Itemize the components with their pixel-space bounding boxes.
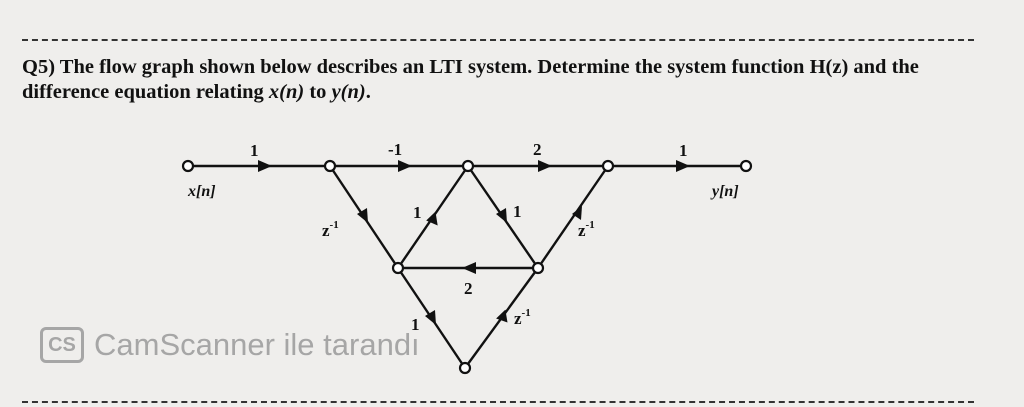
gain-b-to-c: 2 bbox=[533, 140, 542, 159]
gain-b-to-e: 1 bbox=[513, 202, 522, 221]
gain-e-to-f: z-1 bbox=[514, 307, 531, 328]
arrow-e-to-f bbox=[496, 309, 508, 323]
arrow-input-to-a bbox=[258, 160, 272, 172]
arrow-a-to-d bbox=[357, 208, 368, 223]
question-number: Q5) bbox=[22, 56, 56, 78]
question-body: The flow graph shown below describes an … bbox=[22, 56, 919, 103]
arrow-e-to-d bbox=[462, 262, 476, 274]
camscanner-watermark: CS CamScanner ile tarandı bbox=[40, 327, 420, 363]
arrow-d-to-b bbox=[426, 211, 438, 226]
node-a bbox=[323, 159, 337, 173]
top-dashed-rule bbox=[22, 39, 974, 41]
bottom-dashed-rule bbox=[22, 401, 974, 403]
gain-in-to-a: 1 bbox=[250, 141, 259, 160]
gain-e-to-d: 2 bbox=[464, 279, 473, 298]
input-node bbox=[181, 159, 195, 173]
node-c bbox=[601, 159, 615, 173]
arrow-b-to-c bbox=[538, 160, 552, 172]
arrow-b-to-e bbox=[496, 208, 507, 223]
gain-a-to-b: -1 bbox=[388, 140, 402, 159]
input-label: x[n] bbox=[187, 183, 216, 200]
watermark-text: CamScanner ile tarandı bbox=[94, 327, 420, 362]
question-end: . bbox=[365, 81, 371, 103]
node-f bbox=[458, 361, 472, 375]
gain-c-to-e: z-1 bbox=[578, 219, 595, 240]
output-node bbox=[739, 159, 753, 173]
output-label: y[n] bbox=[710, 183, 739, 200]
node-d bbox=[391, 261, 405, 275]
question-text: Q5) The flow graph shown below describes… bbox=[22, 55, 997, 105]
edge-c-to-e bbox=[537, 165, 609, 269]
node-b bbox=[461, 159, 475, 173]
output-variable: y(n) bbox=[331, 81, 366, 103]
to-word: to bbox=[304, 81, 332, 103]
arrow-c-to-output bbox=[676, 160, 690, 172]
input-variable: x(n) bbox=[268, 81, 305, 103]
node-e bbox=[531, 261, 545, 275]
camscanner-logo: CS bbox=[40, 327, 84, 363]
arrow-d-to-f bbox=[425, 310, 436, 325]
gain-d-to-f: 1 bbox=[411, 315, 420, 334]
gain-a-to-d: z-1 bbox=[322, 219, 339, 240]
gain-d-to-b: 1 bbox=[413, 203, 422, 222]
arrow-c-to-e bbox=[572, 206, 582, 220]
gain-c-to-out: 1 bbox=[679, 141, 688, 160]
arrow-a-to-b bbox=[398, 160, 412, 172]
